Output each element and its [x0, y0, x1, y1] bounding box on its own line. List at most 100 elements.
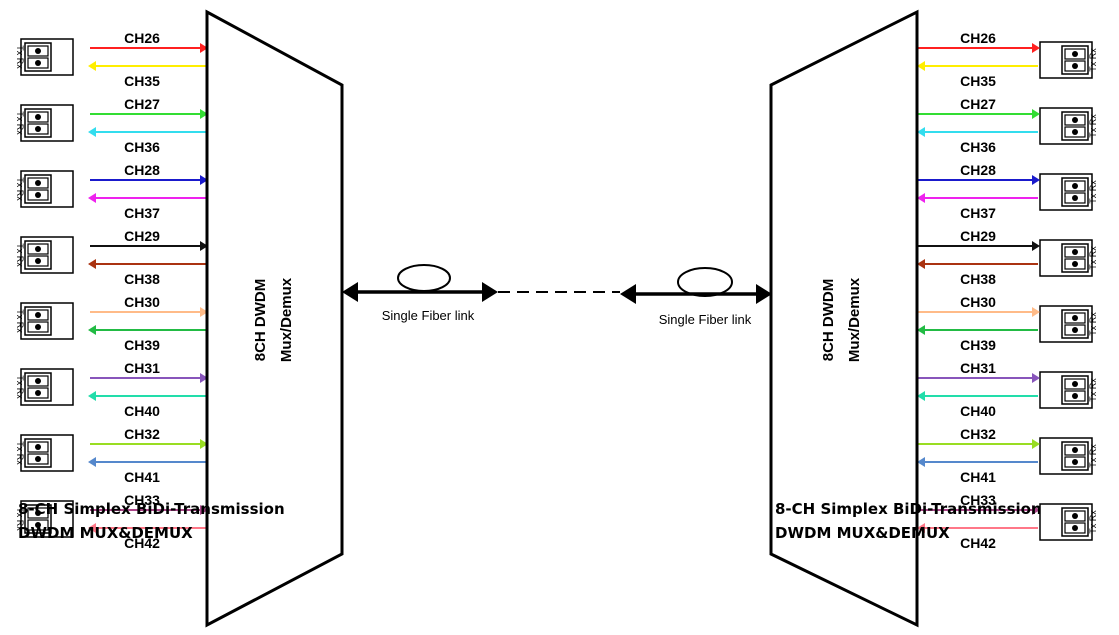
left-tx-arrow-ch29-arrowhead	[200, 241, 208, 251]
left-transceiver-3-fiber-dot-lower	[35, 192, 41, 198]
right-fiber-coil	[677, 267, 733, 297]
right-tx-arrow-ch33	[917, 505, 1040, 515]
right-label-ch31: CH31	[960, 360, 996, 376]
right-rx-arrow-ch41	[917, 457, 1038, 467]
right-tx-arrow-ch31-arrowhead	[1032, 373, 1040, 383]
right-label-ch28: CH28	[960, 162, 996, 178]
right-transceiver-8-fiber-dot-upper	[1072, 513, 1078, 519]
right-tx-arrow-ch31	[917, 373, 1040, 383]
right-fiber-arrow-right	[756, 284, 772, 304]
left-rx-arrow-ch39-arrowhead	[88, 325, 96, 335]
right-transceiver-4-label: Tx Rx	[1088, 246, 1098, 270]
right-transceiver-1-label: Tx Rx	[1088, 48, 1098, 72]
right-transceiver-4: Tx Rx	[1039, 239, 1098, 277]
left-rx-arrow-ch39	[88, 325, 207, 335]
left-transceiver-8: Tx Rx	[15, 500, 74, 538]
left-transceiver-7: Tx Rx	[15, 434, 74, 472]
right-transceiver-4-fiber-dot-upper	[1072, 249, 1078, 255]
left-transceiver-1-fiber-dot-upper	[35, 48, 41, 54]
left-label-ch33: CH33	[124, 492, 160, 508]
left-transceiver-6-fiber-dot-lower	[35, 390, 41, 396]
right-label-ch35: CH35	[960, 73, 996, 89]
left-tx-arrow-ch33-arrowhead	[200, 505, 208, 515]
left-transceiver-5: Tx Rx	[15, 302, 74, 340]
right-transceiver-1-fiber-dot-upper	[1072, 51, 1078, 57]
left-transceiver-6-fiber-dot-upper	[35, 378, 41, 384]
left-label-ch28: CH28	[124, 162, 160, 178]
right-transceiver-5: Tx Rx	[1039, 305, 1098, 343]
left-transceiver-7-fiber-dot-lower	[35, 456, 41, 462]
left-tx-arrow-ch31-arrowhead	[200, 373, 208, 383]
left-transceiver-7-label: Tx Rx	[15, 441, 25, 465]
left-label-ch39: CH39	[124, 337, 160, 353]
right-rx-arrow-ch36	[917, 127, 1038, 137]
left-tx-arrow-ch27	[90, 109, 208, 119]
left-label-ch27: CH27	[124, 96, 160, 112]
left-transceiver-4-fiber-dot-lower	[35, 258, 41, 264]
left-tx-arrow-ch26-arrowhead	[200, 43, 208, 53]
left-transceiver-4-label: Tx Rx	[15, 243, 25, 267]
right-tx-arrow-ch28	[917, 175, 1040, 185]
left-rx-arrow-ch35-arrowhead	[88, 61, 96, 71]
right-transceiver-2-fiber-dot-lower	[1072, 129, 1078, 135]
right-label-ch30: CH30	[960, 294, 996, 310]
right-transceiver-6-fiber-dot-lower	[1072, 393, 1078, 399]
right-transceiver-1-fiber-dot-lower	[1072, 63, 1078, 69]
right-fiber-link-label: Single Fiber link	[659, 312, 752, 327]
left-transceiver-6: Tx Rx	[15, 368, 74, 406]
left-tx-arrow-ch30-arrowhead	[200, 307, 208, 317]
left-rx-arrow-ch42	[88, 523, 207, 533]
right-label-ch37: CH37	[960, 205, 996, 221]
left-transceiver-3-label: Tx Rx	[15, 177, 25, 201]
left-label-ch40: CH40	[124, 403, 160, 419]
left-caption-line2: DWDM MUX&DEMUX	[18, 524, 193, 542]
left-rx-arrow-ch37	[88, 193, 207, 203]
right-rx-arrow-ch41-arrowhead	[917, 457, 925, 467]
left-transceiver-3-fiber-dot-upper	[35, 180, 41, 186]
left-transceiver-2: Tx Rx	[15, 104, 74, 142]
right-tx-arrow-ch26-arrowhead	[1032, 43, 1040, 53]
left-fiber-coil	[397, 264, 451, 292]
right-transceiver-6: Tx Rx	[1039, 371, 1098, 409]
right-rx-arrow-ch42	[917, 523, 1038, 533]
right-caption-line1: 8-CH Simplex BiDi-Transmission	[775, 500, 1042, 518]
left-rx-arrow-ch41	[88, 457, 207, 467]
right-transceiver-5-fiber-dot-lower	[1072, 327, 1078, 333]
right-label-ch29: CH29	[960, 228, 996, 244]
left-label-ch36: CH36	[124, 139, 160, 155]
right-tx-arrow-ch28-arrowhead	[1032, 175, 1040, 185]
right-tx-arrow-ch32-arrowhead	[1032, 439, 1040, 449]
left-tx-arrow-ch27-arrowhead	[200, 109, 208, 119]
left-tx-arrow-ch28-arrowhead	[200, 175, 208, 185]
right-tx-arrow-ch30-arrowhead	[1032, 307, 1040, 317]
right-transceiver-8-label: Tx Rx	[1088, 510, 1098, 534]
right-tx-arrow-ch26	[917, 43, 1040, 53]
right-rx-arrow-ch37	[917, 193, 1038, 203]
right-transceiver-6-fiber-dot-upper	[1072, 381, 1078, 387]
left-transceiver-7-fiber-dot-upper	[35, 444, 41, 450]
left-transceiver-6-label: Tx Rx	[15, 375, 25, 399]
right-mux-label-line2: Mux/Demux	[846, 277, 863, 362]
left-label-ch38: CH38	[124, 271, 160, 287]
right-label-ch42: CH42	[960, 535, 996, 551]
left-tx-arrow-ch33	[90, 505, 208, 515]
right-transceiver-3-fiber-dot-lower	[1072, 195, 1078, 201]
right-rx-arrow-ch35	[917, 61, 1038, 71]
left-label-ch42: CH42	[124, 535, 160, 551]
right-rx-arrow-ch36-arrowhead	[917, 127, 925, 137]
right-rx-arrow-ch40-arrowhead	[917, 391, 925, 401]
right-transceiver-2-fiber-dot-upper	[1072, 117, 1078, 123]
right-label-ch26: CH26	[960, 30, 996, 46]
left-transceiver-1-fiber-dot-lower	[35, 60, 41, 66]
right-rx-arrow-ch42-arrowhead	[917, 523, 925, 533]
left-transceiver-5-fiber-dot-upper	[35, 312, 41, 318]
right-rx-arrow-ch37-arrowhead	[917, 193, 925, 203]
left-caption: 8-CH Simplex BiDi-Transmission DWDM MUX&…	[18, 497, 285, 545]
right-mux-demux-block	[769, 9, 919, 628]
right-label-ch36: CH36	[960, 139, 996, 155]
right-label-ch38: CH38	[960, 271, 996, 287]
right-tx-arrow-ch30	[917, 307, 1040, 317]
left-tx-arrow-ch29	[90, 241, 208, 251]
right-transceiver-5-label: Tx Rx	[1088, 312, 1098, 336]
